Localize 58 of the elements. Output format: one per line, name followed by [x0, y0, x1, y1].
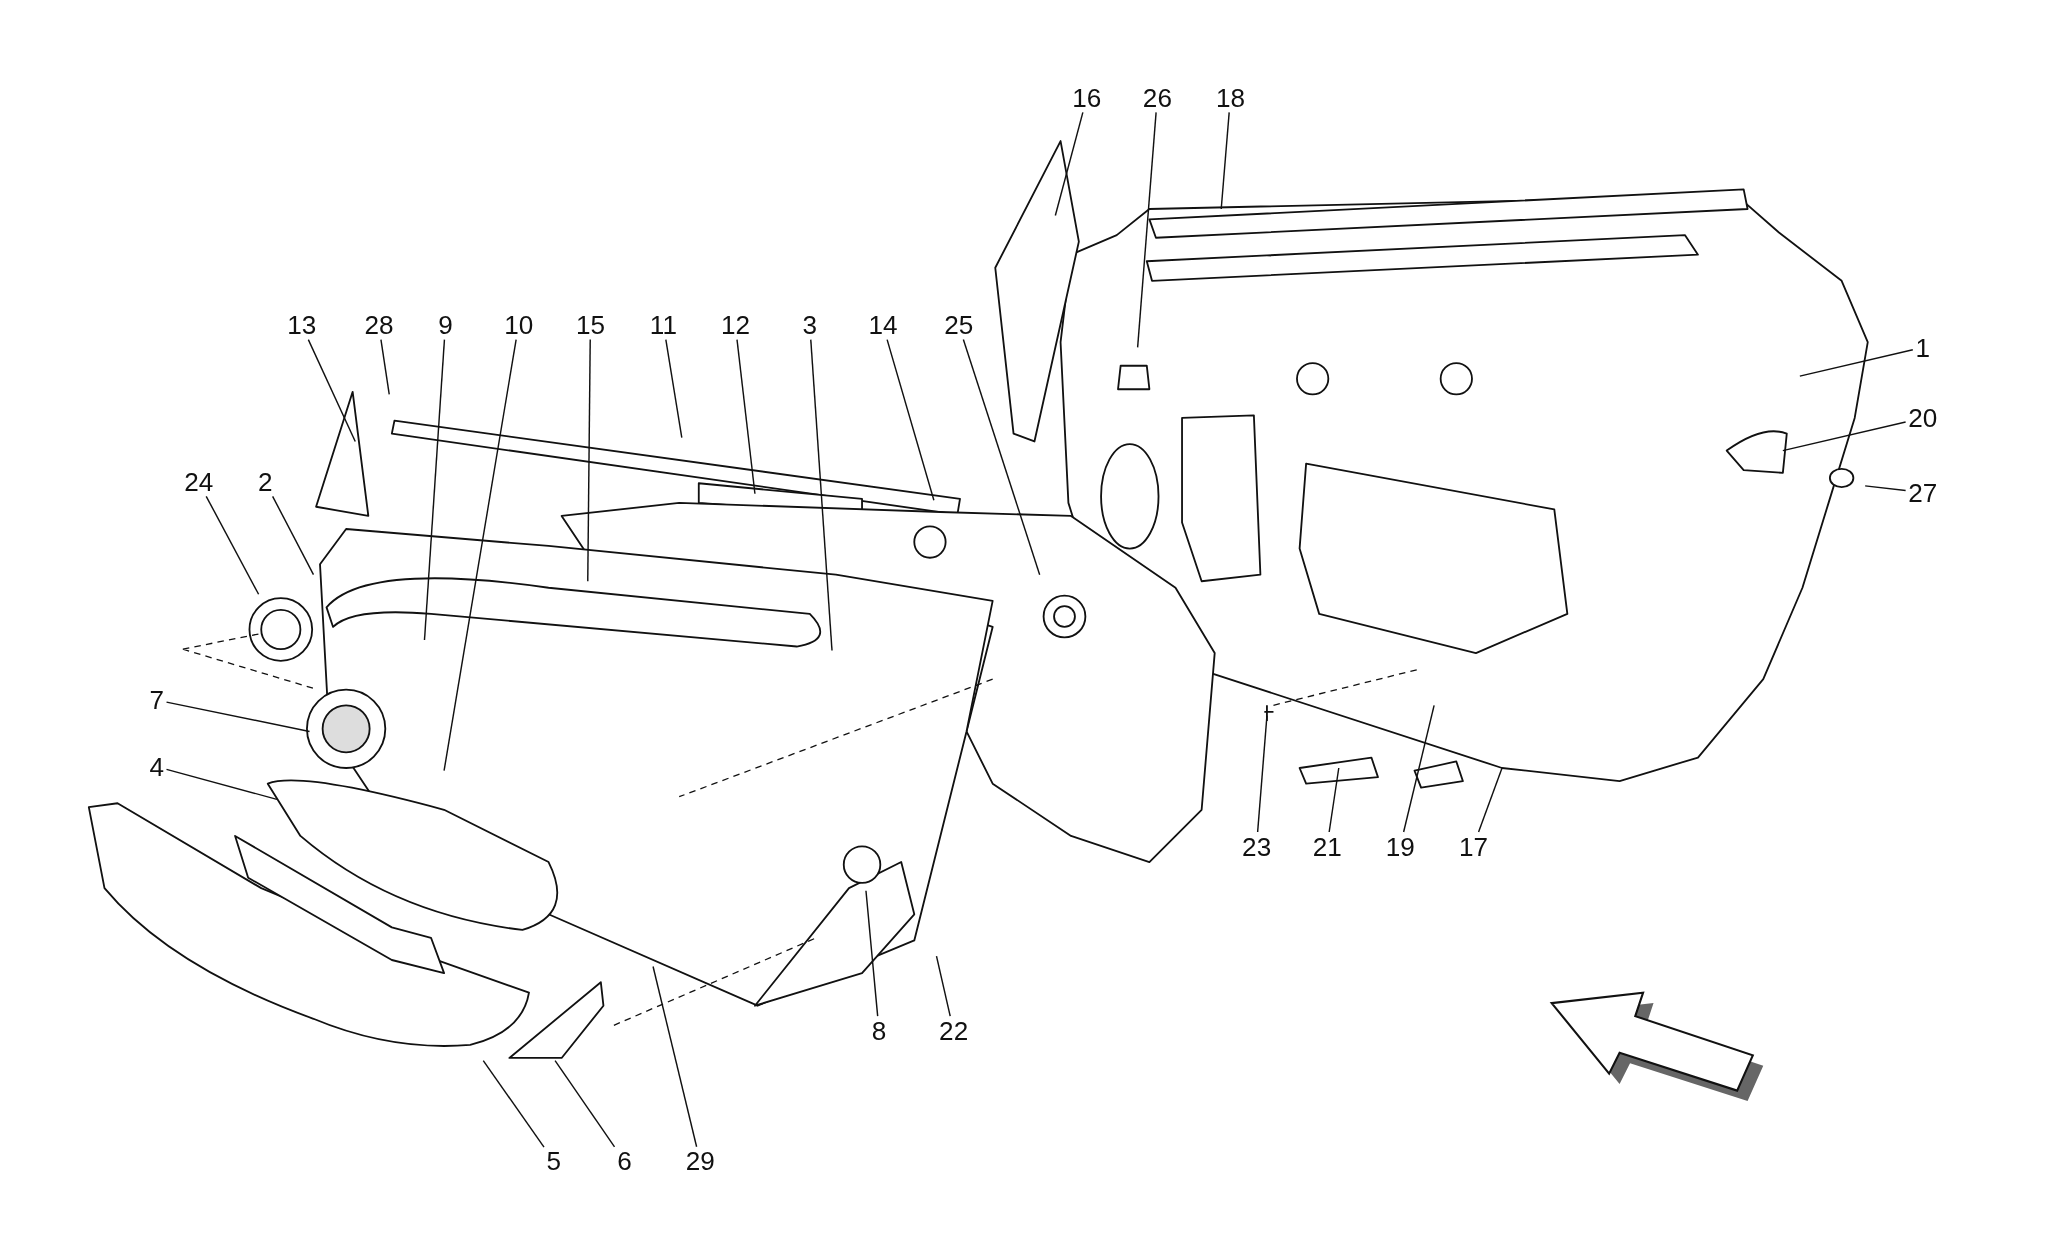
callout-number: 28: [364, 310, 394, 340]
leader-line: [1054, 111, 1084, 217]
leader-line: [886, 338, 935, 501]
callout-number: 22: [939, 1016, 969, 1045]
leader-line: [165, 768, 278, 801]
callout-number: 1: [1915, 333, 1930, 362]
leader-line: [736, 338, 756, 495]
leader-line: [1864, 485, 1907, 492]
leader-line: [1220, 111, 1230, 210]
leader-line: [271, 495, 315, 576]
callout-number: 23: [1242, 832, 1272, 861]
callout-number: 8: [871, 1016, 887, 1045]
leader-line: [587, 338, 591, 582]
callout-number: 29: [685, 1146, 715, 1176]
leader-line: [205, 495, 260, 595]
callout-number: 3: [802, 310, 818, 340]
callout-number: 15: [576, 310, 606, 340]
leader-line: [482, 1059, 545, 1148]
leader-line: [1256, 715, 1268, 833]
leader-line: [935, 955, 951, 1017]
callout-number: 17: [1458, 832, 1488, 861]
callout-number: 6: [617, 1146, 632, 1176]
callout-number: 13: [287, 310, 317, 340]
callout-number: 25: [944, 310, 974, 340]
callout-number: 24: [184, 467, 214, 497]
leader-line: [423, 338, 446, 641]
callout-number: 18: [1216, 83, 1246, 113]
leader-line: [380, 338, 390, 396]
callout-number: 12: [721, 310, 751, 340]
leader-line: [443, 338, 517, 772]
leader-line: [1782, 421, 1907, 452]
callout-number: 9: [438, 310, 453, 340]
callout-number: 26: [1142, 83, 1172, 113]
callout-number: 11: [649, 310, 677, 340]
callout-number: 4: [149, 752, 165, 782]
leader-line: [810, 338, 833, 652]
callout-number: 27: [1908, 478, 1938, 507]
leader-line: [865, 890, 879, 1017]
callout-number: 20: [1908, 403, 1938, 433]
leader-line: [1328, 767, 1340, 833]
callout-number: 19: [1385, 832, 1415, 861]
leader-line: [554, 1059, 616, 1148]
leader-line: [1799, 349, 1914, 377]
callout-number: 10: [504, 310, 534, 340]
leader-line: [652, 965, 698, 1148]
callout-number: 21: [1312, 832, 1342, 861]
leader-line: [165, 701, 311, 733]
callout-number: 5: [546, 1146, 562, 1176]
callout-number: 14: [868, 310, 898, 340]
leader-line: [307, 338, 356, 443]
leader-line: [1136, 111, 1157, 349]
leader-line: [1402, 704, 1435, 833]
callout-number: 7: [149, 685, 165, 715]
leader-line: [1477, 767, 1503, 833]
leader-line: [962, 338, 1041, 576]
leader-line: [665, 338, 683, 439]
callout-number: 2: [257, 467, 273, 497]
callout-number: 16: [1072, 83, 1102, 113]
